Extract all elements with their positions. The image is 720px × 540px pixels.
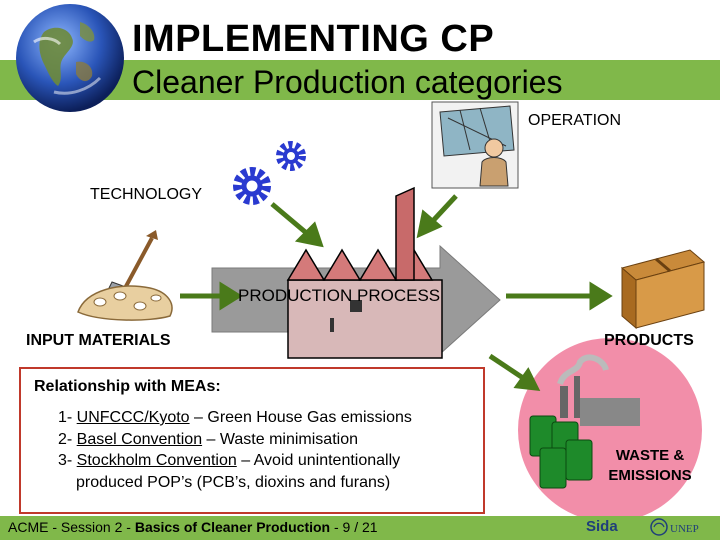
basel-link[interactable]: Basel Convention — [76, 430, 203, 448]
production-process-label: PRODUCTION PROCESS — [238, 286, 441, 305]
footer-org: ACME — [8, 519, 49, 535]
mea-item: 1- UNFCCC/Kyoto – Green House Gas emissi… — [58, 407, 478, 429]
mea-item: 2- Basel Convention – Waste minimisation — [58, 429, 478, 451]
products-label: PRODUCTS — [604, 332, 694, 349]
slide-subtitle: Cleaner Production categories — [132, 64, 563, 100]
arrows — [180, 194, 613, 391]
mea-item-continuation: produced POP’s (PCB’s, dioxins and furan… — [76, 473, 391, 491]
svg-text:UNEP: UNEP — [670, 523, 699, 535]
mea-item-text: – Avoid unintentionally — [236, 452, 401, 469]
operation-picture — [431, 101, 519, 189]
factory-icon — [286, 186, 443, 359]
mea-box — [19, 367, 485, 514]
unfccc-link[interactable]: UNFCCC/Kyoto — [76, 409, 190, 426]
mea-item-number: 3- — [58, 452, 77, 469]
footer-page: - 9 / 21 — [330, 519, 378, 535]
technology-label: TECHNOLOGY — [90, 186, 203, 203]
waste-emissions-label: WASTE & EMISSIONS — [600, 446, 700, 486]
slide-title: IMPLEMENTING CP — [132, 18, 495, 60]
mea-item-number: 1- — [58, 409, 77, 426]
footer-text: ACME - Session 2 - Basics of Cleaner Pro… — [8, 519, 378, 535]
sida-logo-text: Sida — [586, 518, 618, 535]
stockholm-link[interactable]: Stockholm Convention — [76, 452, 237, 469]
mea-item-text: – Waste minimisation — [202, 430, 358, 448]
mea-list: 1- UNFCCC/Kyoto – Green House Gas emissi… — [58, 407, 478, 493]
unep-logo: UNEP — [650, 518, 699, 536]
mea-item-number: 2- — [58, 430, 77, 448]
waste-emissions-icon — [518, 338, 702, 522]
input-materials-label: INPUT MATERIALS — [26, 332, 171, 349]
footer-bar — [0, 516, 720, 540]
waste-label-line2: EMISSIONS — [608, 467, 692, 484]
sida-logo: Sida — [586, 518, 618, 535]
gears-icon — [233, 141, 306, 205]
mea-item: 3- Stockholm Convention – Avoid unintent… — [58, 450, 478, 472]
product-box-icon — [620, 249, 706, 330]
mea-item-text: – Green House Gas emissions — [189, 409, 412, 426]
footer-sep1: - Session 2 - — [48, 519, 135, 535]
input-materials-icon — [77, 230, 173, 321]
mea-title: Relationship with MEAs: — [34, 378, 221, 395]
waste-label-line1: WASTE & — [615, 447, 685, 464]
globe-icon — [16, 4, 124, 112]
footer-session-title: Basics of Cleaner Production — [134, 519, 331, 535]
operation-label: OPERATION — [528, 112, 622, 129]
